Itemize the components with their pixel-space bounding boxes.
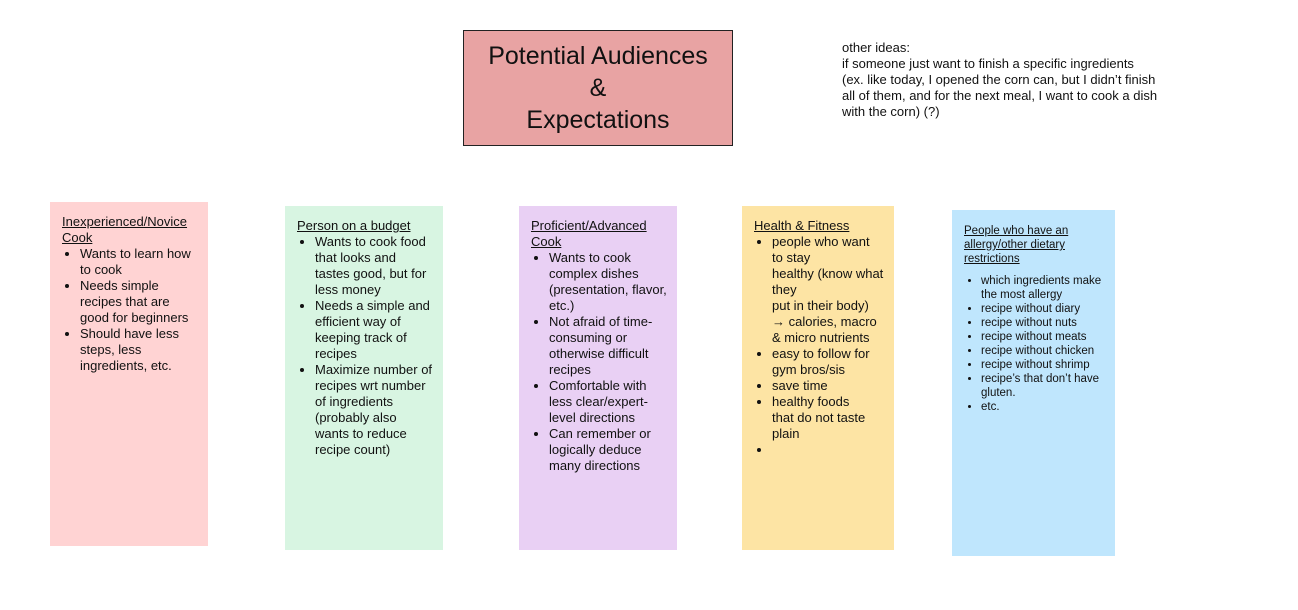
list-item: recipe without shrimp — [981, 358, 1105, 372]
note-heading: Health & Fitness — [754, 218, 884, 234]
list-item: save time — [772, 378, 884, 394]
other-ideas-note: other ideas: if someone just want to fin… — [842, 40, 1172, 120]
list-item: Wants to cook food that looks and tastes… — [315, 234, 433, 298]
other-ideas-line: if someone just want to finish a specifi… — [842, 56, 1134, 71]
sticky-note-novice-cook: Inexperienced/Novice Cook Wants to learn… — [50, 202, 208, 546]
list-item: recipe without nuts — [981, 316, 1105, 330]
list-item: Maximize number of recipes wrt number of… — [315, 362, 433, 458]
note-heading-line: Cook — [62, 230, 93, 245]
note-list: Wants to cook food that looks and tastes… — [297, 234, 433, 458]
note-heading-line: People who have an — [964, 225, 1069, 237]
list-item-line: put in their body) — [772, 298, 869, 313]
list-item: recipe without diary — [981, 302, 1105, 316]
list-item-line: which ingredients make — [981, 275, 1102, 287]
list-item: healthy foods that do not taste plain — [772, 394, 884, 442]
list-item-line: that do not taste plain — [772, 410, 866, 441]
note-heading: Proficient/Advanced Cook — [531, 218, 667, 250]
note-heading: People who have an allergy/other dietary… — [964, 224, 1105, 266]
note-list: people who want to stay healthy (know wh… — [754, 234, 884, 458]
other-ideas-line: with the corn) (?) — [842, 104, 940, 119]
sticky-note-health-fitness: Health & Fitness people who want to stay… — [742, 206, 894, 550]
note-list: which ingredients make the most allergy … — [964, 274, 1105, 414]
list-item: Comfortable with less clear/expert-level… — [549, 378, 667, 426]
note-list: Wants to learn how to cook Needs simple … — [62, 246, 198, 374]
note-list: Wants to cook complex dishes (presentati… — [531, 250, 667, 474]
list-item: Needs a simple and efficient way of keep… — [315, 298, 433, 362]
list-item: Wants to cook complex dishes (presentati… — [549, 250, 667, 314]
list-item-empty — [772, 442, 884, 458]
sticky-note-allergy: People who have an allergy/other dietary… — [952, 210, 1115, 556]
list-item-line: people who want to stay — [772, 234, 870, 265]
note-heading-line: restrictions — [964, 253, 1020, 265]
list-item: which ingredients make the most allergy — [981, 274, 1105, 302]
list-item: Not afraid of time-consuming or otherwis… — [549, 314, 667, 378]
title-box: Potential Audiences & Expectations — [463, 30, 733, 146]
note-heading-line: Cook — [531, 234, 562, 249]
list-item: Needs simple recipes that are good for b… — [80, 278, 198, 326]
other-ideas-line: all of them, and for the next meal, I wa… — [842, 88, 1158, 103]
title-line: Expectations — [526, 106, 670, 134]
list-item: Should have less steps, less ingredients… — [80, 326, 198, 374]
list-item-line: healthy foods — [772, 394, 850, 409]
title-line: & — [589, 74, 607, 102]
list-item: etc. — [981, 400, 1105, 414]
list-item: Can remember or logically deduce many di… — [549, 426, 667, 474]
list-item: recipe’s that don’t have gluten. — [981, 372, 1105, 400]
other-ideas-line: (ex. like today, I opened the corn can, … — [842, 72, 1156, 87]
note-heading: Inexperienced/Novice Cook — [62, 214, 198, 246]
note-heading-line: allergy/other dietary — [964, 239, 1065, 251]
list-item: recipe without chicken — [981, 344, 1105, 358]
list-item-line: healthy (know what they — [772, 266, 884, 297]
note-heading-line: Health & Fitness — [754, 218, 850, 233]
note-heading-line: Proficient/Advanced — [531, 218, 647, 233]
sticky-note-advanced-cook: Proficient/Advanced Cook Wants to cook c… — [519, 206, 677, 550]
other-ideas-line: other ideas: — [842, 40, 910, 55]
sticky-note-budget: Person on a budget Wants to cook food th… — [285, 206, 443, 550]
list-item: people who want to stay healthy (know wh… — [772, 234, 884, 346]
note-heading: Person on a budget — [297, 218, 433, 234]
note-heading-line: Inexperienced/Novice — [62, 214, 188, 229]
title-line: Potential Audiences — [488, 42, 708, 70]
list-item-line: save time — [772, 378, 828, 393]
note-heading-line: Person on a budget — [297, 218, 411, 233]
list-item: recipe without meats — [981, 330, 1105, 344]
list-item-line: the most allergy — [981, 289, 1063, 301]
list-item: easy to follow for gym bros/sis — [772, 346, 884, 378]
list-item-line: easy to follow for gym bros/sis — [772, 346, 870, 377]
list-item-line: → calories, macro & micro nutrients — [772, 314, 877, 345]
list-item: Wants to learn how to cook — [80, 246, 198, 278]
